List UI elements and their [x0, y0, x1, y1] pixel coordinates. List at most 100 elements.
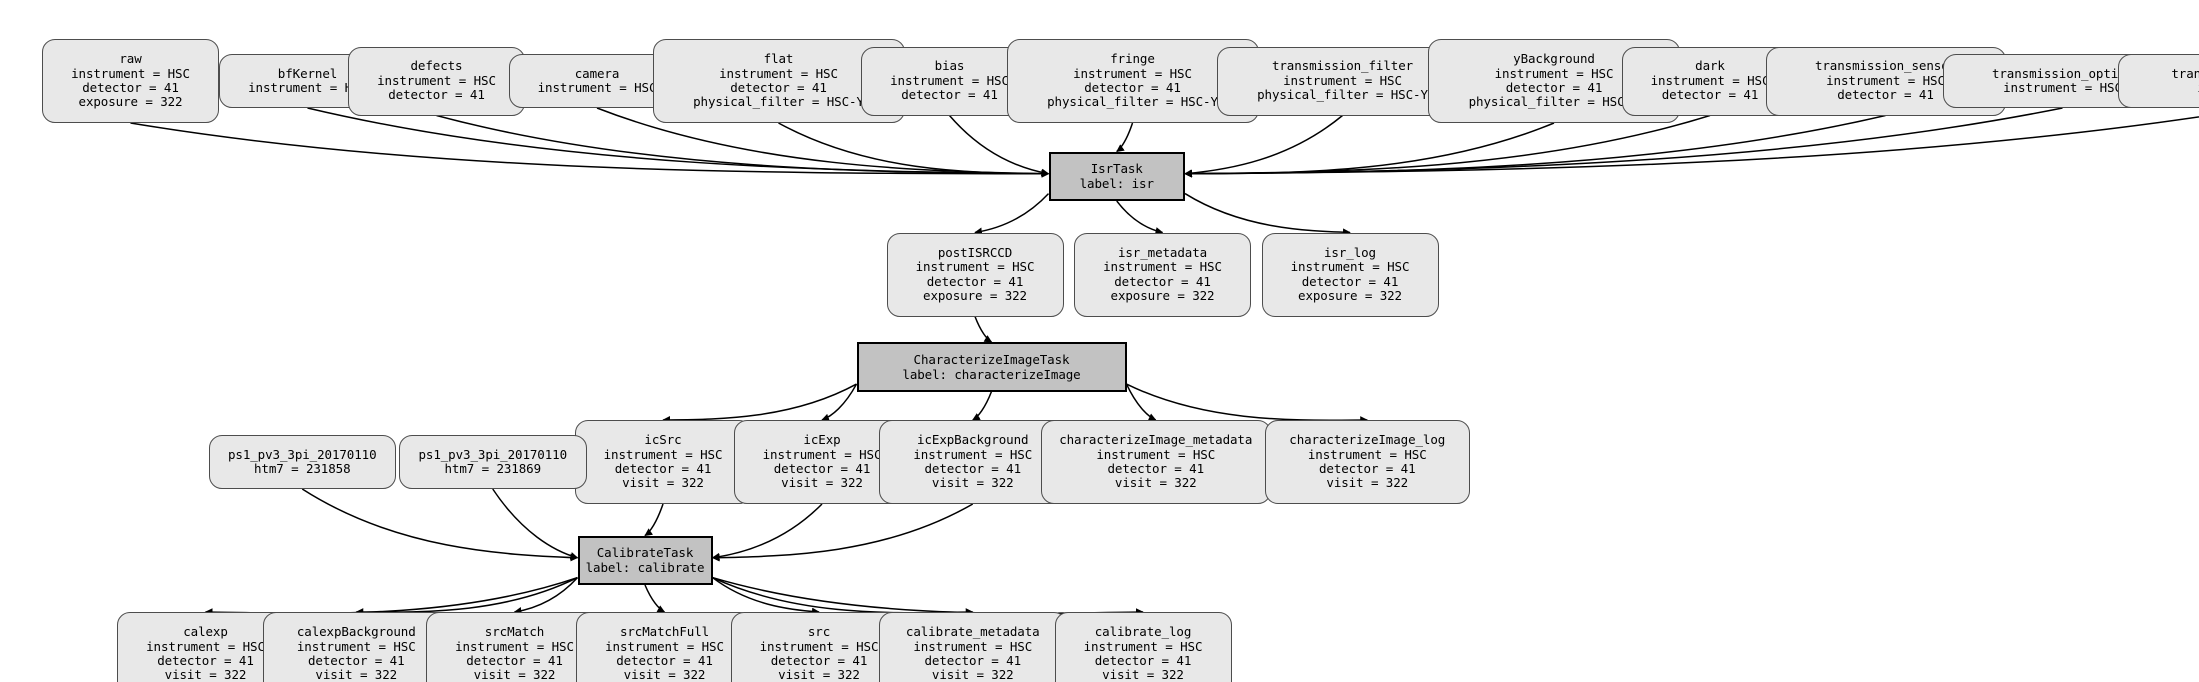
edge-CalibrateTask-to-calexp [204, 576, 578, 616]
node-detail-line: detector = 41 [466, 653, 563, 668]
edge-IsrTask-to-isr_metadata [1116, 200, 1164, 235]
node-title: ps1_pv3_3pi_20170110 [227, 446, 377, 462]
edge-bias-to-IsrTask [948, 115, 1050, 177]
node-detail-line: instrument = HSC [1103, 259, 1222, 275]
node-detail-line: instrument = HSC [377, 72, 496, 88]
node-detail-line: detector = 41 [1301, 273, 1399, 289]
node-detail-line: visit = 322 [623, 667, 706, 682]
node-detail-line: instrument = HSC [603, 446, 723, 462]
node-detail-line: label: characterizeImage [902, 366, 1081, 382]
node-title: icExpBackground [917, 432, 1029, 448]
node-title: bias [934, 58, 965, 74]
edge-postISRCCD-to-CharacterizeImageTask [974, 316, 993, 343]
node-detail-line: physical_filter = HSC-Y [693, 94, 864, 110]
node-detail-line: detector = 41 [1661, 87, 1759, 103]
node-title: camera [574, 65, 620, 81]
edge-dark-to-IsrTask [1184, 114, 1711, 178]
node-detail-line: detector = 41 [770, 653, 868, 668]
node-detail-line: instrument = HSC [71, 65, 190, 81]
node-title: icSrc [644, 432, 682, 448]
edge-icExp-to-CalibrateTask [711, 503, 823, 561]
node-title: calibrate_metadata [905, 624, 1040, 640]
node-detail-line: detector = 41 [1318, 461, 1416, 476]
node-title: defects [410, 58, 463, 74]
node-title: raw [119, 51, 142, 67]
edge-CalibrateTask-to-srcMatchFull [644, 584, 666, 613]
node-detail-line: instrument = HSC [915, 259, 1035, 275]
edge-raw-to-IsrTask [130, 122, 1050, 178]
node-title: isr_log [1324, 244, 1376, 260]
node-detail-line: physical_filter = HSC-Y [1257, 87, 1428, 103]
node-detail-line: detector = 41 [388, 87, 485, 103]
node-detail-line: detector = 41 [924, 653, 1022, 668]
node-title: transmission_filter [1271, 58, 1414, 74]
edge-CalibrateTask-to-calibrate_metadata [712, 576, 974, 616]
edge-IsrTask-to-postISRCCD [974, 193, 1050, 236]
node-detail-line: visit = 322 [931, 667, 1014, 682]
node-detail-line: instrument = HSC [1290, 259, 1410, 275]
node-detail-line: visit = 322 [778, 667, 860, 682]
node-detail-line: instrument = HSC [1494, 65, 1614, 81]
node-detail-line: detector = 41 [1505, 80, 1603, 95]
node-detail-line: instrument = HSC [890, 72, 1009, 88]
node-detail-line: exposure = 322 [923, 287, 1027, 303]
edge-CharacterizeImageTask-to-icExp [821, 383, 858, 422]
node-detail-line: instrument = HSC [455, 638, 574, 654]
node-detail-line: detector = 41 [1107, 461, 1205, 476]
node-detail-line: detector = 41 [1837, 87, 1934, 103]
node-detail-line: instrument = HSC [913, 446, 1033, 462]
node-detail-line: instrument = HSC [762, 446, 882, 462]
node-detail-line: visit = 322 [315, 667, 398, 682]
dataset-node-transmission_atmosphere[interactable]: transmission_atmosphereinstrument = HSC [2118, 54, 2199, 108]
node-detail-line: htm7 = 231869 [444, 461, 542, 476]
node-detail-line: detector = 41 [924, 461, 1022, 476]
node-title: transmission_optics [1991, 65, 2134, 81]
edge-ps1_b-to-CalibrateTask [492, 488, 579, 560]
node-detail-line: instrument = HSC [1283, 72, 1402, 88]
edge-IsrTask-to-isr_log [1184, 192, 1351, 237]
node-title: transmission_atmosphere [2171, 65, 2199, 81]
edge-flat-to-IsrTask [778, 122, 1050, 178]
node-detail-line: instrument = HSC [537, 80, 657, 95]
edge-CharacterizeImageTask-to-characterizeImage_metadata [1125, 383, 1157, 421]
node-detail-line: visit = 322 [781, 475, 863, 491]
node-title: isr_metadata [1117, 244, 1208, 260]
node-title: dark [1695, 58, 1725, 74]
node-detail-line: detector = 41 [1084, 80, 1181, 95]
node-title: yBackground [1513, 51, 1595, 67]
node-title: IsrTask [1090, 161, 1143, 177]
node-title: calibrate_log [1094, 624, 1192, 640]
node-title: flat [763, 51, 794, 67]
node-detail-line: instrument = HSC [2197, 80, 2199, 95]
node-title: CharacterizeImageTask [913, 351, 1070, 367]
node-detail-line: htm7 = 231858 [253, 461, 351, 476]
node-detail-line: instrument = HSC [759, 638, 879, 654]
node-detail-line: detector = 41 [614, 461, 712, 476]
edge-CalibrateTask-to-calexpBackground [355, 576, 578, 616]
node-detail-line: instrument = HSC [1096, 446, 1216, 462]
node-detail-line: detector = 41 [773, 461, 871, 476]
node-detail-line: detector = 41 [730, 80, 827, 95]
